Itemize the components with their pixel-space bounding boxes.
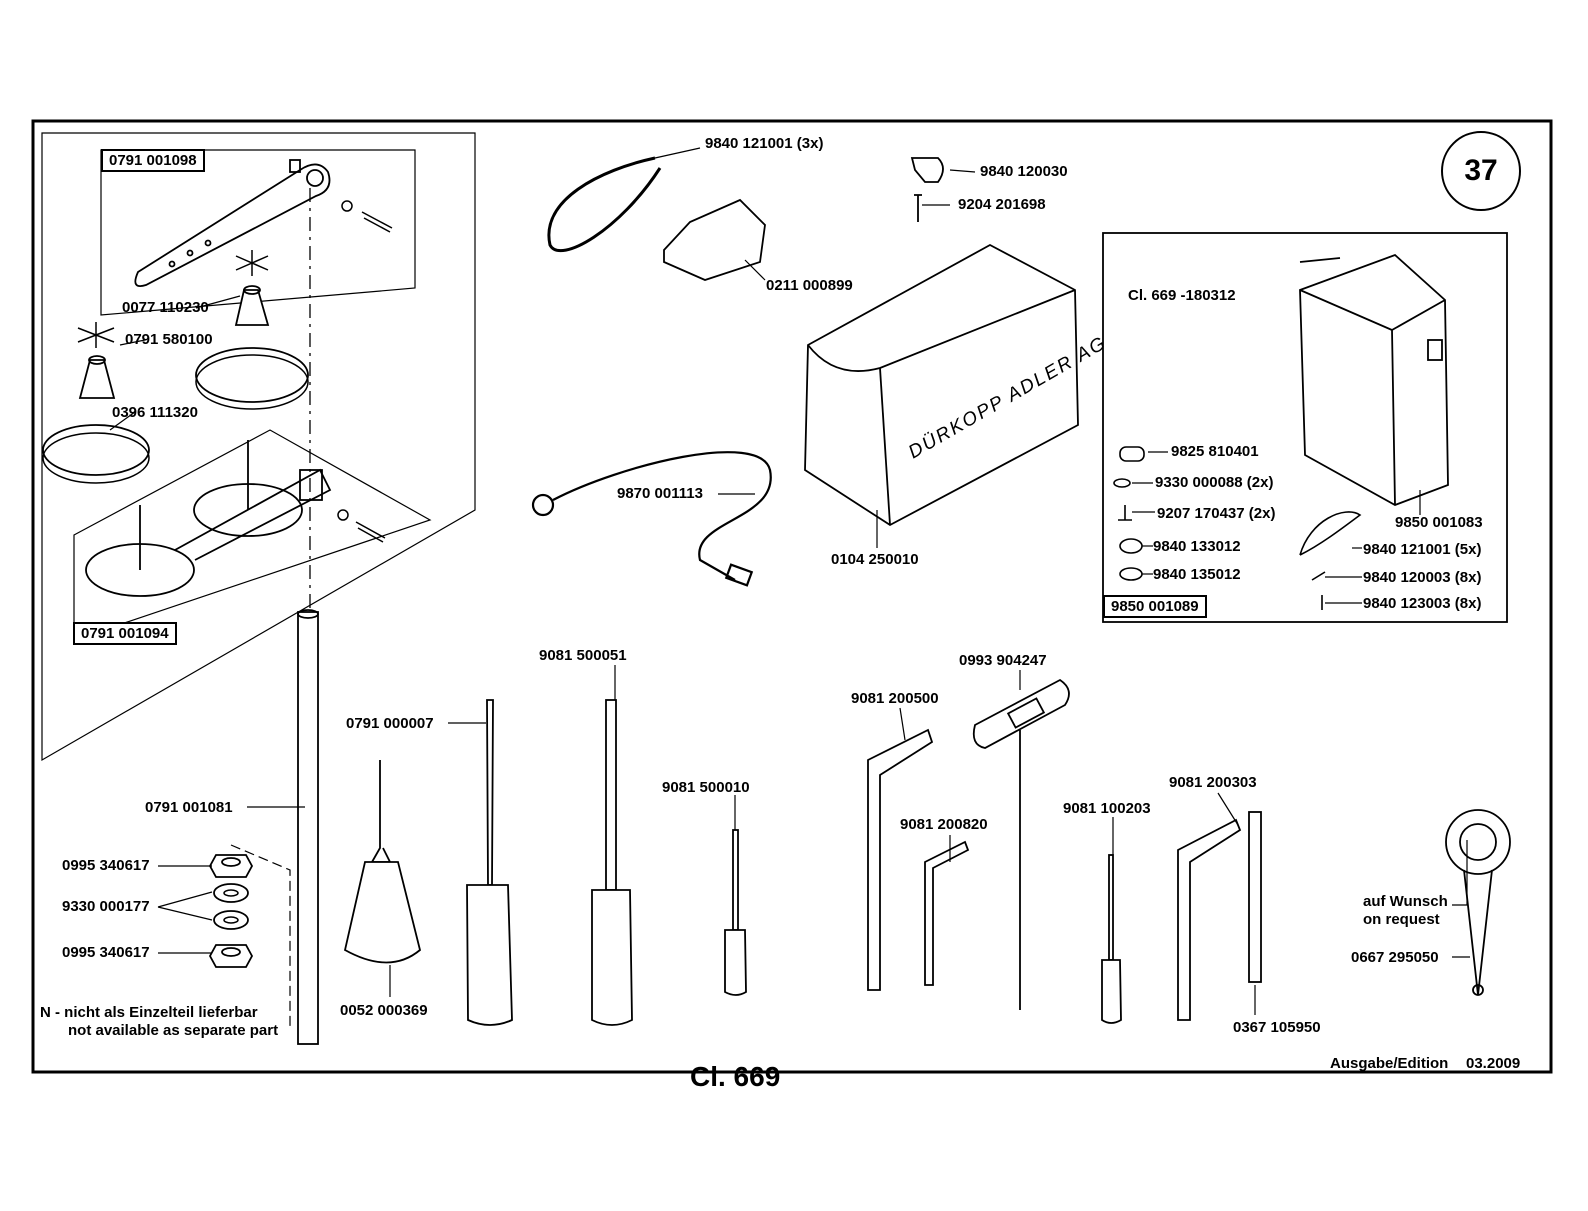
- request-en: on request: [1363, 911, 1440, 928]
- part-label: 9330 000088 (2x): [1155, 474, 1274, 491]
- cable-clip: [910, 157, 944, 183]
- screw-upper: [341, 200, 393, 233]
- part-label: 9081 200500: [851, 690, 939, 707]
- subassembly-frame: [1102, 232, 1508, 623]
- part-label: 9850 001083: [1395, 514, 1483, 531]
- part-label: 0791 000007: [346, 715, 434, 732]
- part-label: 0791 001098: [101, 149, 205, 172]
- part-label: 0077 110230: [122, 299, 209, 316]
- part-label: 0993 904247: [959, 652, 1047, 669]
- part-label: 0667 295050: [1351, 949, 1439, 966]
- part-label: 0367 105950: [1233, 1019, 1321, 1036]
- screwdriver-large: [591, 699, 633, 1026]
- part-label: 9081 500051: [539, 647, 627, 664]
- ground-cable: [531, 451, 772, 587]
- grease-bag: [663, 198, 766, 281]
- felt-disc-lower: [42, 424, 150, 484]
- part-label: 0791 001081: [145, 799, 233, 816]
- screwdriver-fine: [1101, 854, 1122, 1024]
- base-group-frame: [73, 429, 432, 641]
- spool-cone-upper: [234, 285, 270, 326]
- model-title: Cl. 669: [690, 1061, 781, 1092]
- note-de: N - nicht als Einzelteil lieferbar: [40, 1004, 258, 1021]
- part-label: 9081 200820: [900, 816, 988, 833]
- edition-label: Ausgabe/Edition: [1330, 1055, 1449, 1072]
- part-label: 0396 111320: [112, 404, 198, 421]
- part-label: 9840 135012: [1153, 566, 1241, 583]
- stand-rod: [297, 609, 319, 1045]
- washer-upper: [213, 883, 249, 903]
- note-en: not available as separate part: [68, 1022, 279, 1039]
- part-label: 9081 100203: [1063, 800, 1151, 817]
- screwdriver-small: [724, 829, 747, 996]
- edition-date: 03.2009: [1466, 1055, 1521, 1072]
- screw-lower: [337, 509, 386, 543]
- leader-lines: [109, 147, 1470, 1015]
- felt-disc-upper: [195, 347, 309, 410]
- t-handle-wrench: [972, 678, 1070, 1010]
- nut-upper: [208, 854, 254, 878]
- part-label: 9840 123003 (8x): [1363, 595, 1482, 612]
- spanner: [1445, 809, 1511, 996]
- thread-stand-base: [85, 440, 332, 597]
- cross-clip-upper: [235, 250, 269, 276]
- clip-screw: [914, 194, 922, 222]
- allen-key-medium: [1177, 818, 1242, 1021]
- small-parts: [1113, 446, 1362, 610]
- thread-guide-arm: [134, 159, 331, 287]
- dust-cover: [804, 243, 1079, 527]
- part-label: 0995 340617: [62, 944, 150, 961]
- part-label: 0104 250010: [831, 551, 919, 568]
- part-label: 9870 001113: [617, 485, 703, 502]
- upper-arm-group-frame: [100, 149, 416, 316]
- part-label: 0791 580100: [125, 331, 213, 348]
- part-label: 9330 000177: [62, 898, 150, 915]
- part-label: 9825 810401: [1171, 443, 1259, 460]
- part-label: 9840 120003 (8x): [1363, 569, 1482, 586]
- part-label: 0995 340617: [62, 857, 150, 874]
- part-label: 9081 200303: [1169, 774, 1257, 791]
- cable-tie: [547, 156, 662, 252]
- pin-tool: [1248, 811, 1262, 983]
- thread-stand-group-frame: [41, 132, 476, 762]
- awl: [466, 699, 513, 1026]
- control-box: [1299, 253, 1449, 506]
- part-label: 9850 001089: [1103, 595, 1207, 618]
- spool-cone-lower: [78, 355, 116, 399]
- part-label: 9840 120030: [980, 163, 1068, 180]
- part-label: 9081 500010: [662, 779, 750, 796]
- part-label: 0211 000899: [766, 277, 853, 294]
- subbox-title: Cl. 669 -180312: [1128, 287, 1236, 304]
- washer-lower: [213, 910, 249, 930]
- oil-can: [343, 760, 422, 964]
- allen-key-large: [867, 728, 934, 991]
- nut-lower: [208, 944, 254, 968]
- request-de: auf Wunsch: [1363, 893, 1448, 910]
- part-label: 9840 121001 (5x): [1363, 541, 1482, 558]
- outer-frame: [31, 119, 1553, 1074]
- part-label: 0791 001094: [73, 622, 177, 645]
- part-label: 0052 000369: [340, 1002, 428, 1019]
- part-label: 9840 133012: [1153, 538, 1241, 555]
- part-label: 9204 201698: [958, 196, 1046, 213]
- part-label: 9840 121001 (3x): [705, 135, 824, 152]
- page-number-badge: 37: [1441, 131, 1521, 211]
- part-label: 9207 170437 (2x): [1157, 505, 1276, 522]
- cross-clip-lower: [77, 322, 115, 348]
- allen-key-small: [924, 840, 970, 986]
